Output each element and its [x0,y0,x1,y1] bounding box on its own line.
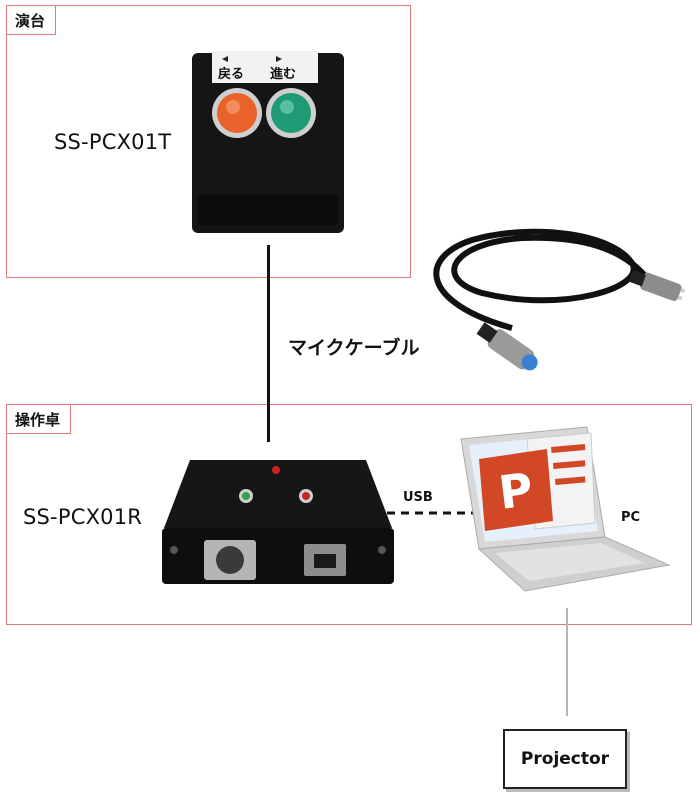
button-forward-label: 進む [270,66,296,82]
receiver-device-image [162,460,394,584]
back-button [212,88,262,138]
svg-text:P: P [496,462,536,520]
stage-zone: 演台 [6,5,411,278]
usb-connection-line [387,511,479,515]
usb-port [304,544,346,576]
mic-cable-label: マイクケーブル [288,337,420,359]
powerpoint-icon: P [479,432,596,531]
projector-box: Projector [503,729,627,789]
mic-cable-line [267,245,270,442]
forward-button [266,88,316,138]
console-zone: 操作卓 [6,404,692,625]
pc-label: PC [621,510,641,525]
xlr-port [204,540,256,580]
projector-label: Projector [520,749,610,769]
button-back-label: 戻る [217,66,244,82]
stage-zone-label: 演台 [7,6,57,35]
receiver-model-label: SS-PCX01R [23,505,143,529]
transmitter-model-label: SS-PCX01T [54,130,172,154]
usb-label: USB [403,490,433,505]
transmitter-device-image: 戻る 進む [192,51,344,233]
console-zone-label: 操作卓 [7,405,72,434]
projector-connection-line [566,608,568,716]
mic-cable-image [433,228,685,371]
laptop-image: P [460,426,671,592]
